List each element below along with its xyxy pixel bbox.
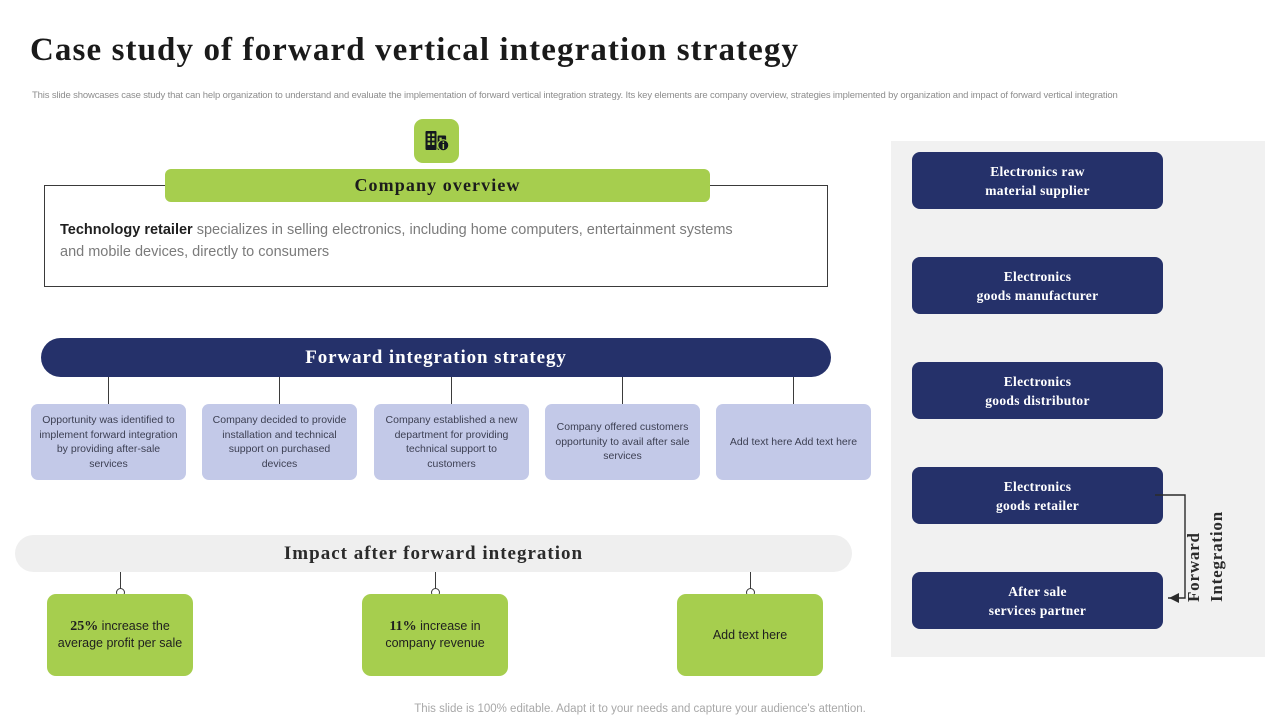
strategy-card-label: Opportunity was identified to implement … bbox=[39, 414, 178, 470]
forward-integration-strategy-label: Forward integration strategy bbox=[305, 346, 567, 368]
impact-after-forward-integration-bar: Impact after forward integration bbox=[15, 535, 852, 572]
company-overview-box bbox=[44, 185, 828, 287]
chain-box-goods-manufacturer[interactable]: Electronics goods manufacturer bbox=[912, 257, 1163, 314]
chain-box-line2: goods retailer bbox=[995, 497, 1080, 513]
strategy-card-3[interactable]: Company established a new department for… bbox=[374, 404, 529, 480]
chain-box-label: Electronics goods retailer bbox=[996, 477, 1079, 515]
company-overview-header: Company overview bbox=[165, 169, 710, 202]
impact-card-text: increase in company revenue bbox=[385, 619, 485, 650]
impact-connector-1 bbox=[120, 572, 121, 593]
strategy-connector-1 bbox=[108, 377, 109, 404]
forward-integration-label-line1: Forward bbox=[1184, 532, 1203, 602]
impact-card-label: 11% increase in company revenue bbox=[370, 618, 500, 652]
impact-card-label: 25% increase the average profit per sale bbox=[55, 618, 185, 652]
chain-box-raw-material-supplier[interactable]: Electronics raw material supplier bbox=[912, 152, 1163, 209]
company-info-icon-badge bbox=[414, 119, 459, 163]
strategy-card-label: Company established a new department for… bbox=[385, 414, 518, 470]
strategy-card-4[interactable]: Company offered customers opportunity to… bbox=[545, 404, 700, 480]
chain-box-goods-retailer[interactable]: Electronics goods retailer bbox=[912, 467, 1163, 524]
strategy-connector-5 bbox=[793, 377, 794, 404]
impact-card-value: 25% bbox=[70, 619, 99, 634]
impact-header-label: Impact after forward integration bbox=[283, 542, 584, 564]
strategy-card-label: Add text here Add text here bbox=[729, 435, 858, 448]
impact-card-label: Add text here bbox=[713, 627, 787, 644]
chain-box-line1: After sale bbox=[1008, 583, 1067, 599]
company-overview-body-rest: specializes in selling electronics, incl… bbox=[60, 222, 733, 260]
strategy-card-label: Company offered customers opportunity to… bbox=[555, 421, 690, 463]
chain-box-label: After sale services partner bbox=[989, 582, 1086, 620]
chain-box-line1: Electronics bbox=[1003, 268, 1072, 284]
page-subtitle: This slide showcases case study that can… bbox=[32, 90, 1118, 101]
company-overview-header-label: Company overview bbox=[354, 175, 521, 195]
chain-box-line2: material supplier bbox=[985, 182, 1090, 198]
strategy-card-2[interactable]: Company decided to provide installation … bbox=[202, 404, 357, 480]
strategy-connector-4 bbox=[622, 377, 623, 404]
chain-box-line2: goods distributor bbox=[985, 392, 1090, 408]
chain-box-line1: Electronics raw bbox=[990, 163, 1085, 179]
chain-box-label: Electronics raw material supplier bbox=[985, 162, 1089, 200]
forward-integration-arrow bbox=[1155, 494, 1186, 603]
footer-note: This slide is 100% editable. Adapt it to… bbox=[414, 703, 866, 715]
chain-box-after-sale-services-partner[interactable]: After sale services partner bbox=[912, 572, 1163, 629]
chain-box-goods-distributor[interactable]: Electronics goods distributor bbox=[912, 362, 1163, 419]
impact-card-text: Add text here bbox=[712, 627, 788, 642]
impact-card-2[interactable]: 11% increase in company revenue bbox=[362, 594, 508, 676]
impact-card-text: increase the average profit per sale bbox=[57, 619, 183, 650]
impact-connector-2 bbox=[435, 572, 436, 593]
chain-box-label: Electronics goods distributor bbox=[985, 372, 1090, 410]
impact-connector-3 bbox=[750, 572, 751, 593]
company-overview-body: Technology retailer specializes in selli… bbox=[60, 219, 760, 263]
impact-card-value: 11% bbox=[389, 619, 417, 634]
company-overview-body-bold: Technology retailer bbox=[60, 222, 193, 238]
impact-card-3[interactable]: Add text here bbox=[677, 594, 823, 676]
strategy-card-5[interactable]: Add text here Add text here bbox=[716, 404, 871, 480]
company-info-icon bbox=[425, 131, 449, 152]
strategy-connector-2 bbox=[279, 377, 280, 404]
chain-box-label: Electronics goods manufacturer bbox=[977, 267, 1099, 305]
strategy-card-label: Company decided to provide installation … bbox=[212, 414, 347, 470]
strategy-card-1[interactable]: Opportunity was identified to implement … bbox=[31, 404, 186, 480]
chain-box-line1: Electronics bbox=[1003, 478, 1072, 494]
forward-integration-strategy-bar: Forward integration strategy bbox=[41, 338, 831, 377]
chain-box-line2: services partner bbox=[988, 602, 1087, 618]
impact-card-1[interactable]: 25% increase the average profit per sale bbox=[47, 594, 193, 676]
strategy-connector-3 bbox=[451, 377, 452, 404]
page-title: Case study of forward vertical integrati… bbox=[30, 32, 800, 68]
forward-integration-label-line2: Integration bbox=[1207, 511, 1226, 602]
chain-box-line1: Electronics bbox=[1003, 373, 1072, 389]
chain-box-line2: goods manufacturer bbox=[976, 287, 1099, 303]
